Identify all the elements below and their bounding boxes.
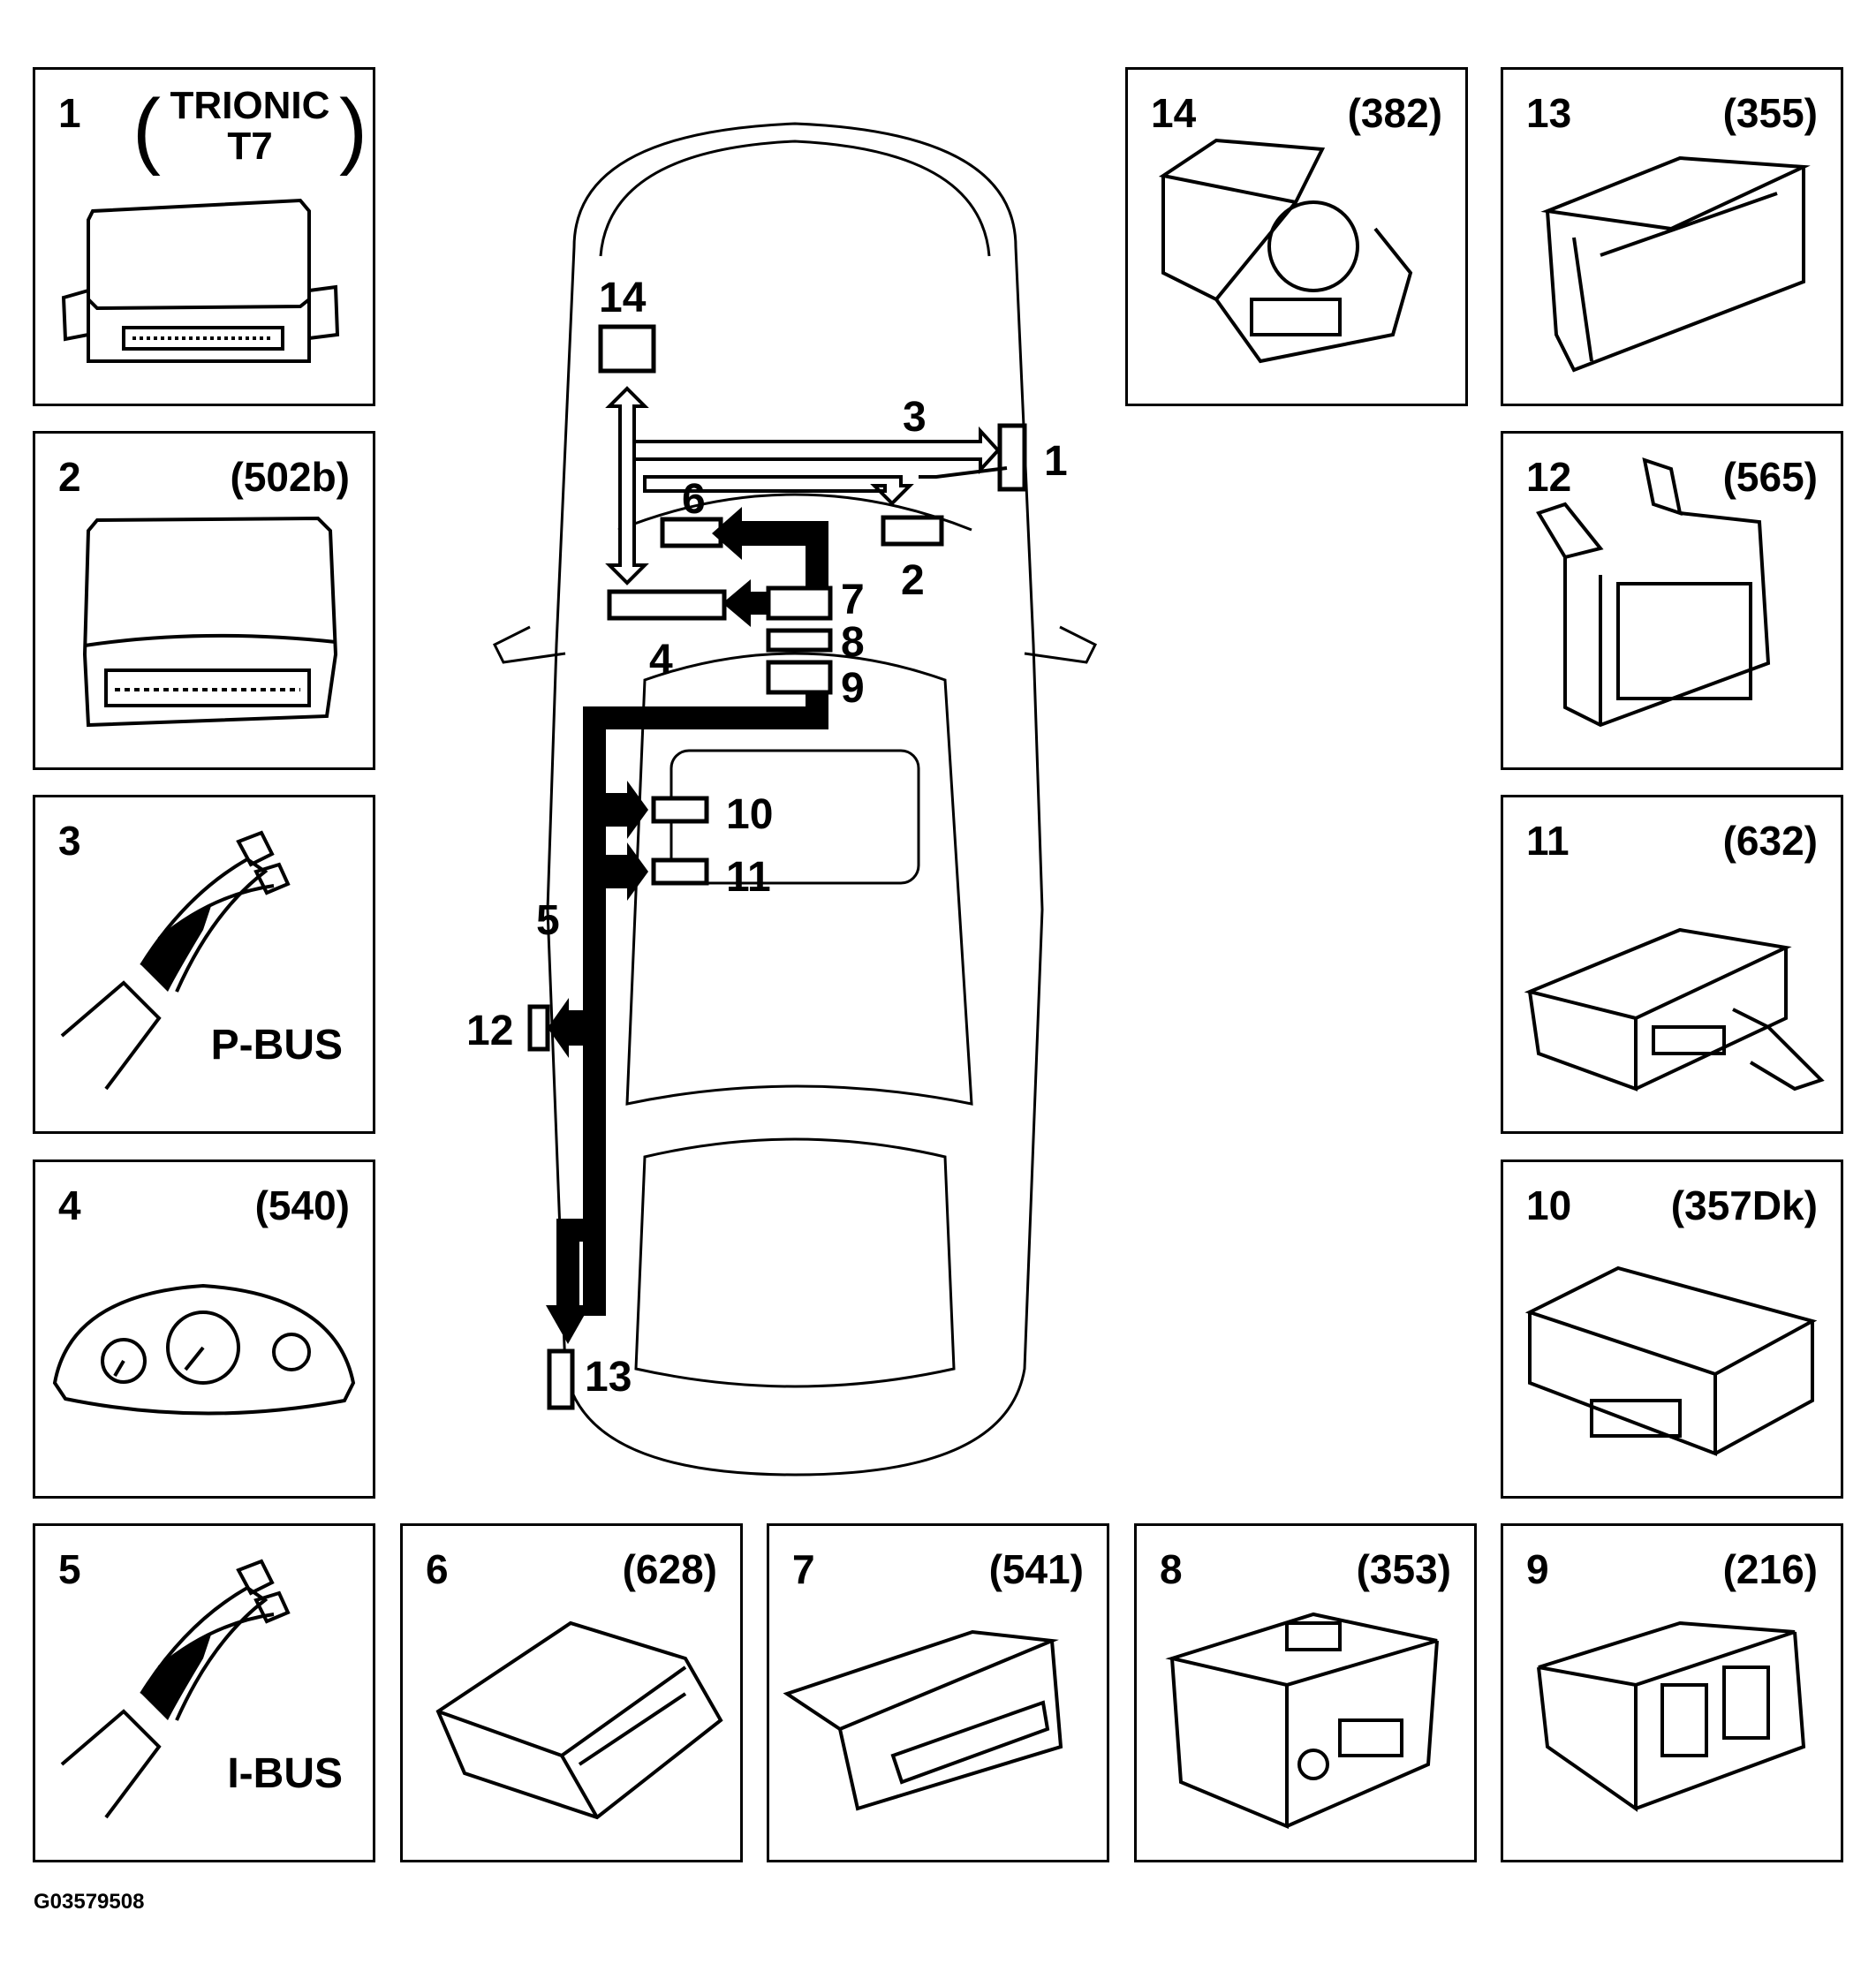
car-label-4: 4 [649, 637, 673, 684]
panel-number: 5 [58, 1546, 81, 1592]
panel-number: 1 [58, 90, 81, 136]
panel-number: 4 [58, 1182, 81, 1228]
car-box-1 [997, 423, 1027, 492]
panel-code: (382) [1347, 90, 1442, 136]
panel-number: 6 [426, 1546, 449, 1592]
car-label-13: 13 [585, 1354, 632, 1401]
panel-3: 3 P-BUS [33, 795, 375, 1134]
car-label-8: 8 [841, 619, 865, 666]
trionic-line1: TRIONIC [170, 84, 330, 127]
car-box-14 [598, 324, 656, 374]
car-box-8 [766, 628, 833, 653]
car-box-4 [607, 589, 727, 621]
car-label-6: 6 [682, 476, 706, 523]
trionic-line2: T7 [227, 125, 273, 168]
car-box-9 [766, 660, 833, 695]
car-label-9: 9 [841, 665, 865, 712]
car-label-5: 5 [536, 897, 560, 944]
panel-number: 11 [1526, 818, 1570, 864]
display-unit-icon [783, 1629, 1063, 1811]
car-box-11 [651, 857, 709, 886]
panel-number: 14 [1151, 90, 1197, 136]
car-box-2 [881, 515, 944, 547]
panel-1: 1 ( TRIONIC T7 ) [33, 67, 375, 406]
panel-code: (357Dk) [1670, 1182, 1818, 1228]
panel-5: 5 I-BUS [33, 1523, 375, 1862]
panel-code: (353) [1356, 1546, 1451, 1592]
panel-number: 13 [1526, 90, 1572, 136]
car-outline [492, 122, 1098, 1477]
bracket-left: ( [132, 82, 161, 177]
panel-12: 12 (565) [1501, 431, 1843, 770]
climate-control-icon [1537, 1620, 1806, 1812]
control-module-icon [1524, 1265, 1818, 1456]
panel-code: (628) [622, 1546, 717, 1592]
cd-changer-icon [435, 1620, 723, 1820]
car-label-10: 10 [726, 791, 774, 838]
p-bus-arrows [605, 386, 1008, 585]
car-label-1: 1 [1044, 438, 1068, 485]
abs-module-icon [1158, 138, 1413, 364]
i-bus-arrows [546, 507, 828, 1344]
car-label-14: 14 [599, 275, 647, 321]
panel-14: 14 (382) [1125, 67, 1468, 406]
car-box-10 [651, 796, 709, 824]
panel-8: 8 (353) [1134, 1523, 1477, 1862]
panel-number: 10 [1526, 1182, 1572, 1228]
figure-code: G03579508 [34, 1890, 145, 1914]
panel-number: 8 [1160, 1546, 1183, 1592]
panel-10: 10 (357Dk) [1501, 1159, 1843, 1499]
bus-cable-icon [60, 1559, 291, 1819]
panel-code: (355) [1722, 90, 1818, 136]
radio-icon [1165, 1612, 1439, 1829]
panel-number: 7 [792, 1546, 815, 1592]
panel-13: 13 (355) [1501, 67, 1843, 406]
panel-number: 9 [1526, 1546, 1549, 1592]
ecm-module-icon [61, 198, 340, 363]
panel-code: (540) [254, 1182, 350, 1228]
bus-label: I-BUS [227, 1750, 343, 1797]
bracket-right: ) [339, 82, 367, 177]
panel-code: (502b) [230, 454, 350, 500]
panel-number: 12 [1526, 454, 1572, 500]
car-label-3: 3 [903, 394, 927, 441]
panel-9: 9 (216) [1501, 1523, 1843, 1862]
bus-label: P-BUS [210, 1022, 343, 1069]
panel-number: 2 [58, 454, 81, 500]
instrument-cluster-icon [52, 1283, 356, 1416]
panel-2: 2 (502b) [33, 431, 375, 770]
car-label-7: 7 [841, 577, 865, 623]
control-module-icon [82, 516, 338, 728]
car-label-2: 2 [901, 557, 925, 604]
panel-code: (541) [988, 1546, 1084, 1592]
panel-code: (216) [1722, 1546, 1818, 1592]
car-schematic [492, 122, 1098, 1477]
car-box-7 [766, 585, 833, 621]
panel-6: 6 (628) [400, 1523, 743, 1862]
panel-code: (632) [1722, 818, 1818, 864]
car-label-12: 12 [466, 1008, 514, 1054]
trionic-label: ( TRIONIC T7 ) [132, 84, 367, 172]
car-label-11: 11 [726, 854, 771, 901]
panel-number: 3 [58, 818, 81, 864]
car-box-13 [547, 1348, 575, 1410]
panel-code: (565) [1722, 454, 1818, 500]
bracket-module-icon [1536, 457, 1771, 728]
panel-7: 7 (541) [767, 1523, 1109, 1862]
panel-4: 4 (540) [33, 1159, 375, 1499]
bus-cable-icon [60, 830, 291, 1091]
panel-11: 11 (632) [1501, 795, 1843, 1134]
control-module-icon [1524, 927, 1825, 1091]
amplifier-icon [1540, 155, 1811, 373]
car-box-12 [527, 1004, 550, 1052]
